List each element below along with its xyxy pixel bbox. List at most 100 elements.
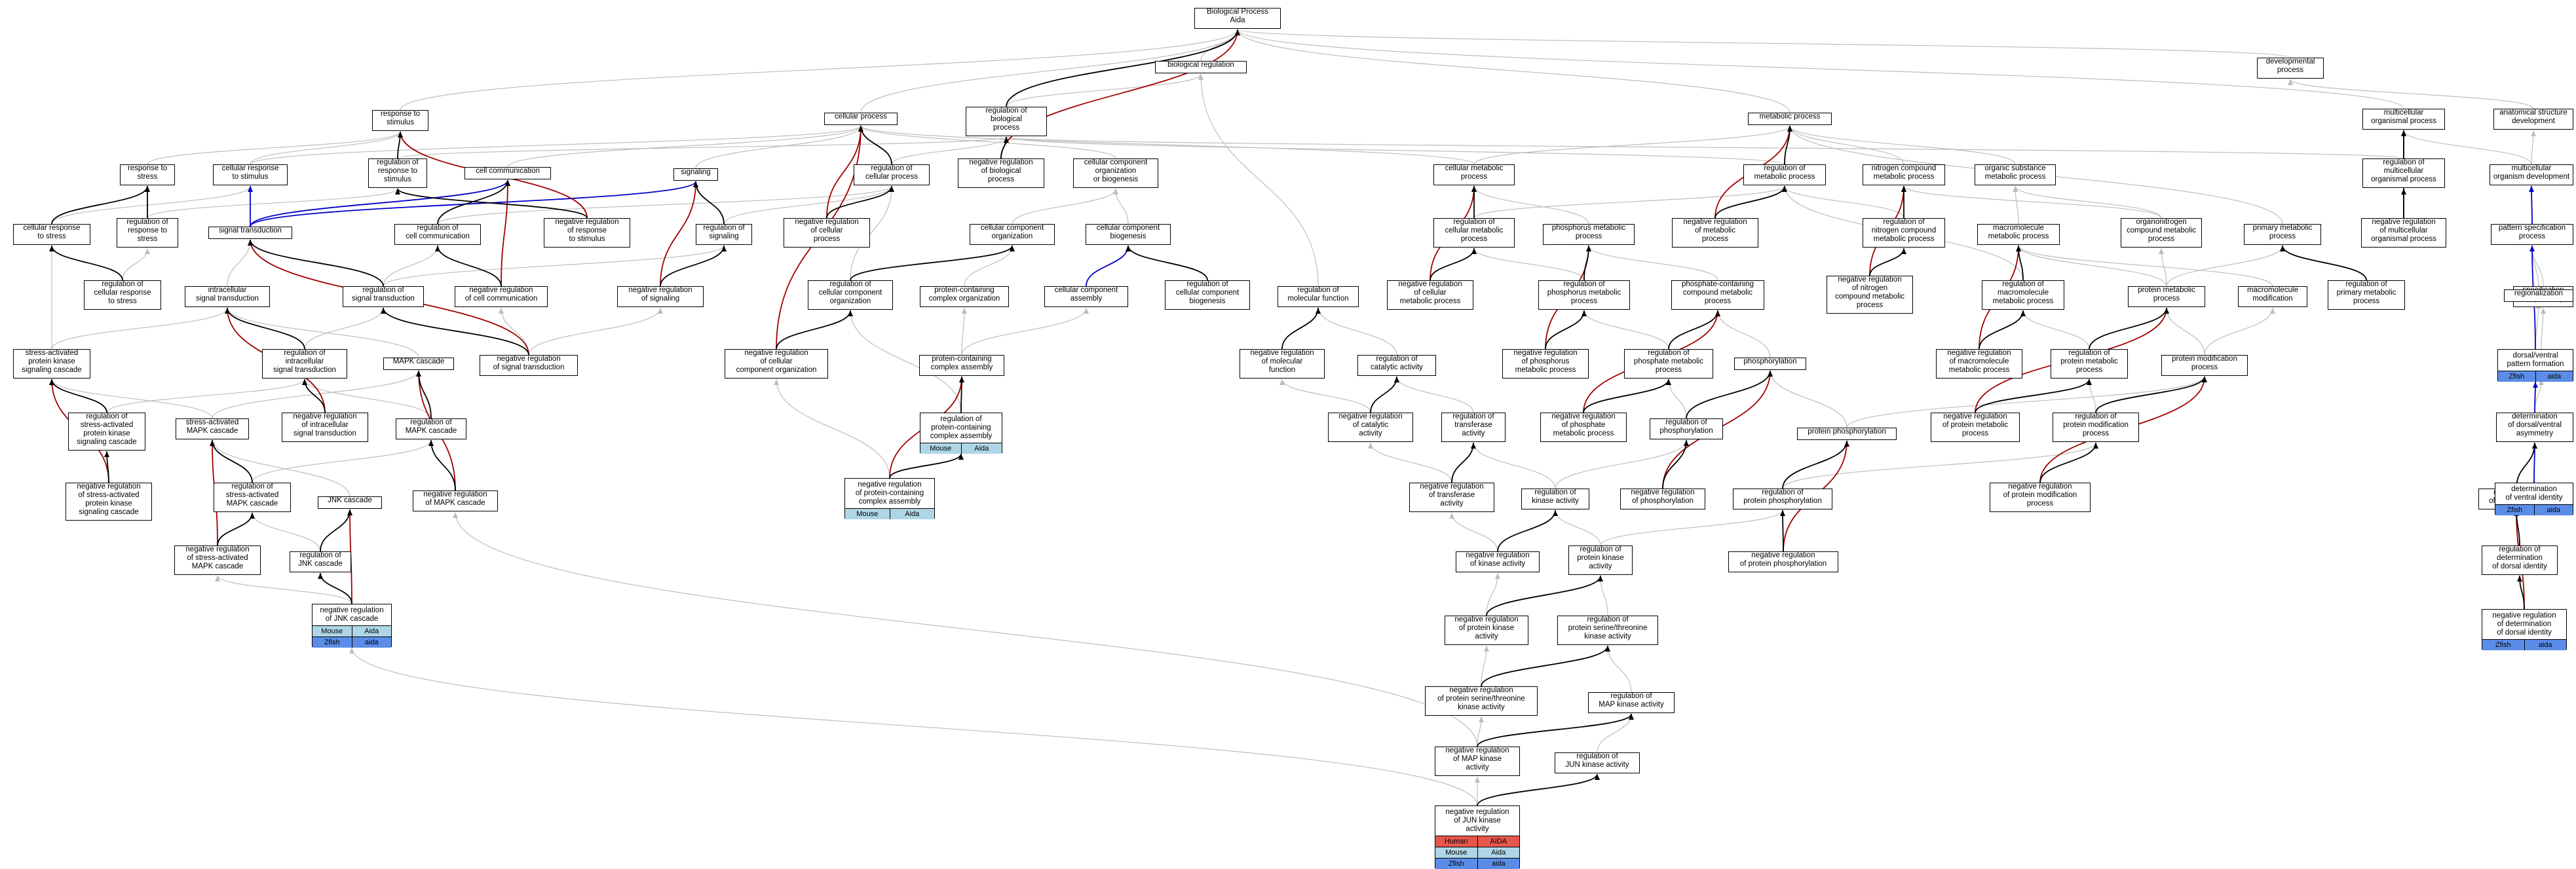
- go-term-cell-comm[interactable]: cell communication: [464, 167, 551, 179]
- go-term-signaling[interactable]: signaling: [673, 168, 718, 181]
- go-term-phosphorylation[interactable]: phosphorylation: [1734, 358, 1806, 370]
- go-term-regionalization[interactable]: regionalization: [2504, 289, 2573, 302]
- go-term-biological-reg[interactable]: biological regulation: [1155, 61, 1247, 73]
- go-term-signal-transd[interactable]: signal transduction: [208, 227, 292, 239]
- go-term-jnk[interactable]: JNK cascade: [318, 496, 382, 509]
- go-term-protein-phos[interactable]: protein phosphorylation: [1797, 428, 1897, 440]
- go-term-cellular-process[interactable]: cellular process: [824, 113, 898, 125]
- go-term-mapk-cascade[interactable]: MAPK cascade: [383, 358, 454, 370]
